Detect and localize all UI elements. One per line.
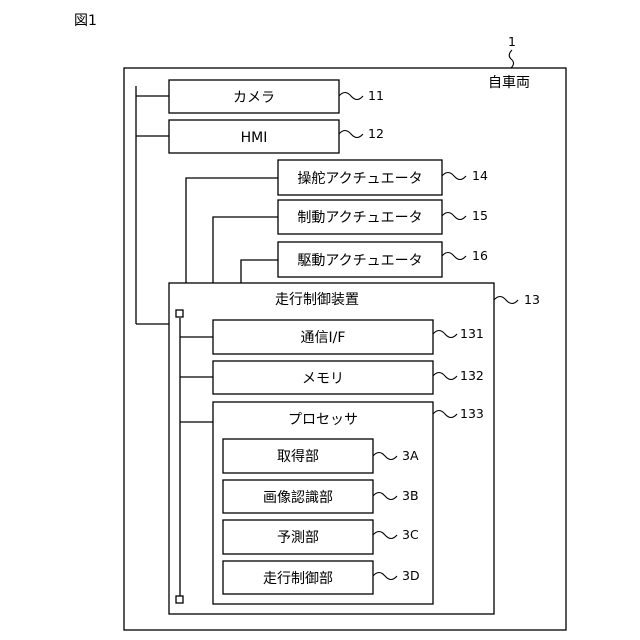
- controller-ref: 13: [524, 292, 540, 307]
- processor-label: プロセッサ: [288, 412, 358, 428]
- internal-bus-top-terminal: [176, 310, 183, 317]
- memory-label: メモリ: [302, 371, 344, 387]
- prediction-unit-label: 予測部: [277, 530, 319, 546]
- camera-ref: 11: [368, 88, 384, 103]
- prediction-unit-ref: 3C: [402, 527, 419, 542]
- hmi-ref: 12: [368, 126, 384, 141]
- image-recognition-unit-label: 画像認識部: [263, 490, 333, 506]
- memory-ref: 132: [460, 368, 484, 383]
- figure-label: 図1: [74, 13, 97, 29]
- comm-if-label: 通信I/F: [301, 330, 346, 346]
- travel-control-unit-label: 走行制御部: [263, 571, 333, 587]
- acquisition-unit-ref: 3A: [402, 448, 419, 463]
- vehicle-ref: 1: [508, 34, 516, 49]
- acquisition-unit-label: 取得部: [277, 448, 319, 465]
- braking-actuator-label: 制動アクチュエータ: [297, 210, 422, 226]
- vehicle-ref-leader: [509, 50, 513, 68]
- internal-bus-bottom-terminal: [176, 596, 183, 603]
- processor-ref: 133: [460, 406, 484, 421]
- driving-actuator-label: 駆動アクチュエータ: [297, 253, 422, 269]
- steering-ref: 14: [472, 168, 488, 183]
- travel-control-unit-ref: 3D: [402, 568, 420, 583]
- vehicle-label: 自車両: [488, 74, 530, 91]
- comm-if-ref: 131: [460, 326, 484, 341]
- steering-actuator-label: 操舵アクチュエータ: [297, 171, 422, 187]
- controller-label: 走行制御装置: [275, 292, 359, 308]
- camera-label: カメラ: [233, 90, 275, 106]
- braking-ref: 15: [472, 208, 488, 223]
- image-recognition-unit-ref: 3B: [402, 488, 419, 503]
- driving-ref: 16: [472, 248, 488, 263]
- hmi-label: HMI: [241, 130, 268, 146]
